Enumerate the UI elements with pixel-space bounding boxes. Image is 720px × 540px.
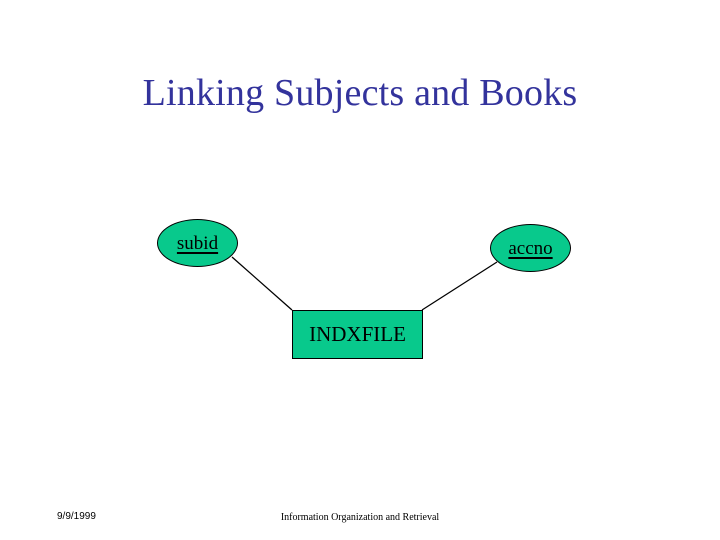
node-accno[interactable]: accno: [490, 224, 571, 272]
page-title: Linking Subjects and Books: [142, 72, 578, 114]
footer-date: 9/9/1999: [57, 511, 96, 522]
connector-subid-to-indxfile: [231, 256, 293, 311]
node-subid[interactable]: subid: [157, 219, 238, 267]
node-accno-label: accno: [508, 237, 553, 259]
node-indxfile[interactable]: INDXFILE: [292, 310, 423, 359]
footer-center-text: Information Organization and Retrieval: [280, 512, 440, 523]
node-subid-label: subid: [176, 232, 219, 254]
connector-accno-to-indxfile: [421, 261, 498, 311]
node-indxfile-label: INDXFILE: [309, 322, 406, 346]
